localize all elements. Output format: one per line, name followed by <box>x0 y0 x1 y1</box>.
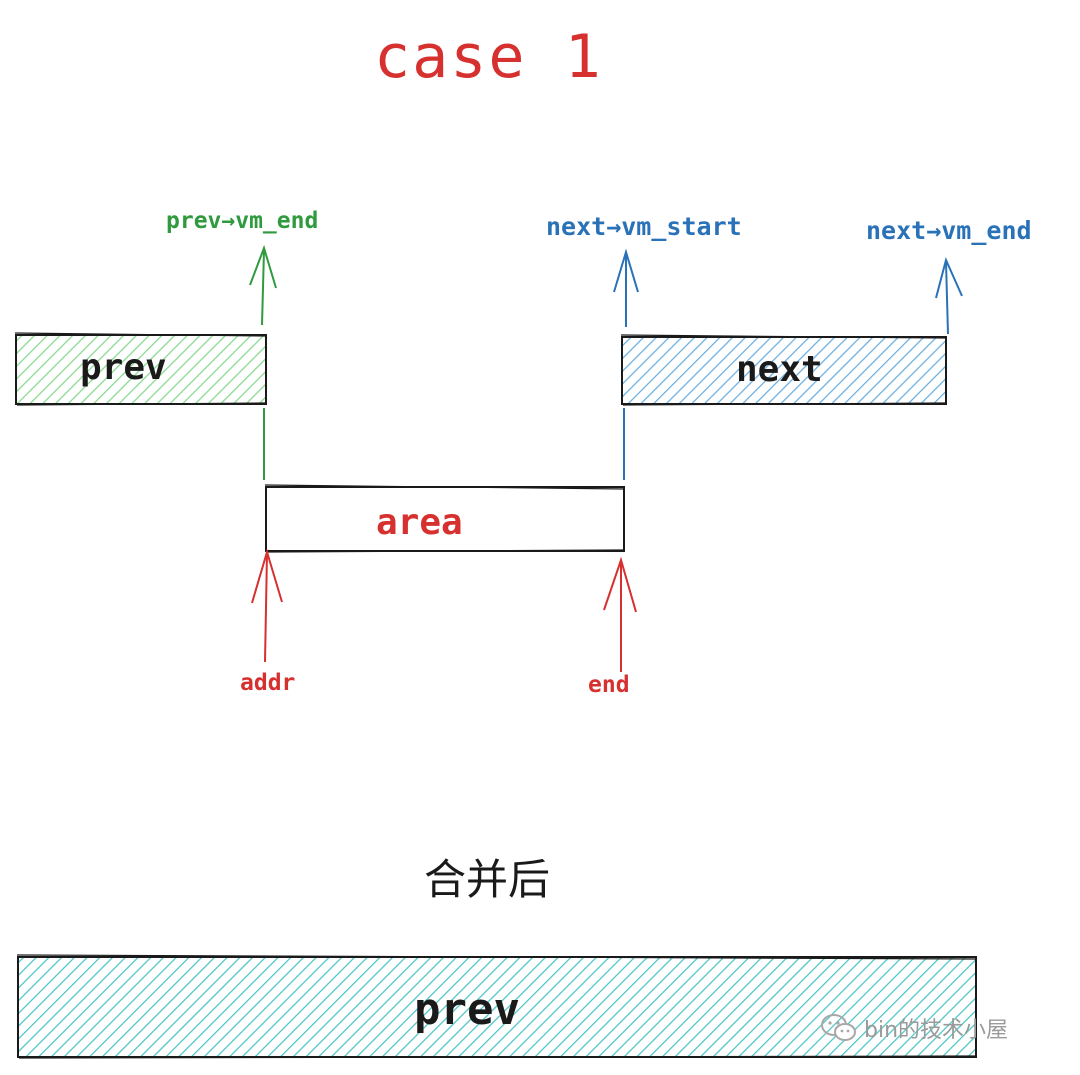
merged-prev-label: prev <box>414 984 520 1035</box>
next-vm-end-label: next→vm_end <box>866 216 1032 245</box>
merged-prev-box <box>16 954 978 1059</box>
prev-box <box>14 332 268 406</box>
end-label: end <box>588 672 630 698</box>
watermark-text: bin的技术小屋 <box>864 1018 1009 1043</box>
merge-caption: 合并后 <box>424 855 551 904</box>
prev-vm-end-label: prev→vm_end <box>166 208 319 234</box>
next-box <box>620 334 948 406</box>
diagram-title: case 1 <box>374 22 603 92</box>
prev-box-label: prev <box>80 347 167 388</box>
prev-vm-end-arrow <box>249 244 277 480</box>
area-box-label: area <box>376 502 463 543</box>
next-vm-start-arrow <box>613 248 639 480</box>
next-vm-end-arrow <box>935 256 963 335</box>
addr-arrow <box>251 548 283 663</box>
next-box-label: next <box>736 349 823 390</box>
end-arrow <box>603 556 637 672</box>
next-vm-start-label: next→vm_start <box>546 212 742 241</box>
wechat-icon <box>820 1013 858 1049</box>
addr-label: addr <box>240 670 296 696</box>
area-box <box>264 484 626 553</box>
watermark: bin的技术小屋 <box>820 1012 1008 1049</box>
